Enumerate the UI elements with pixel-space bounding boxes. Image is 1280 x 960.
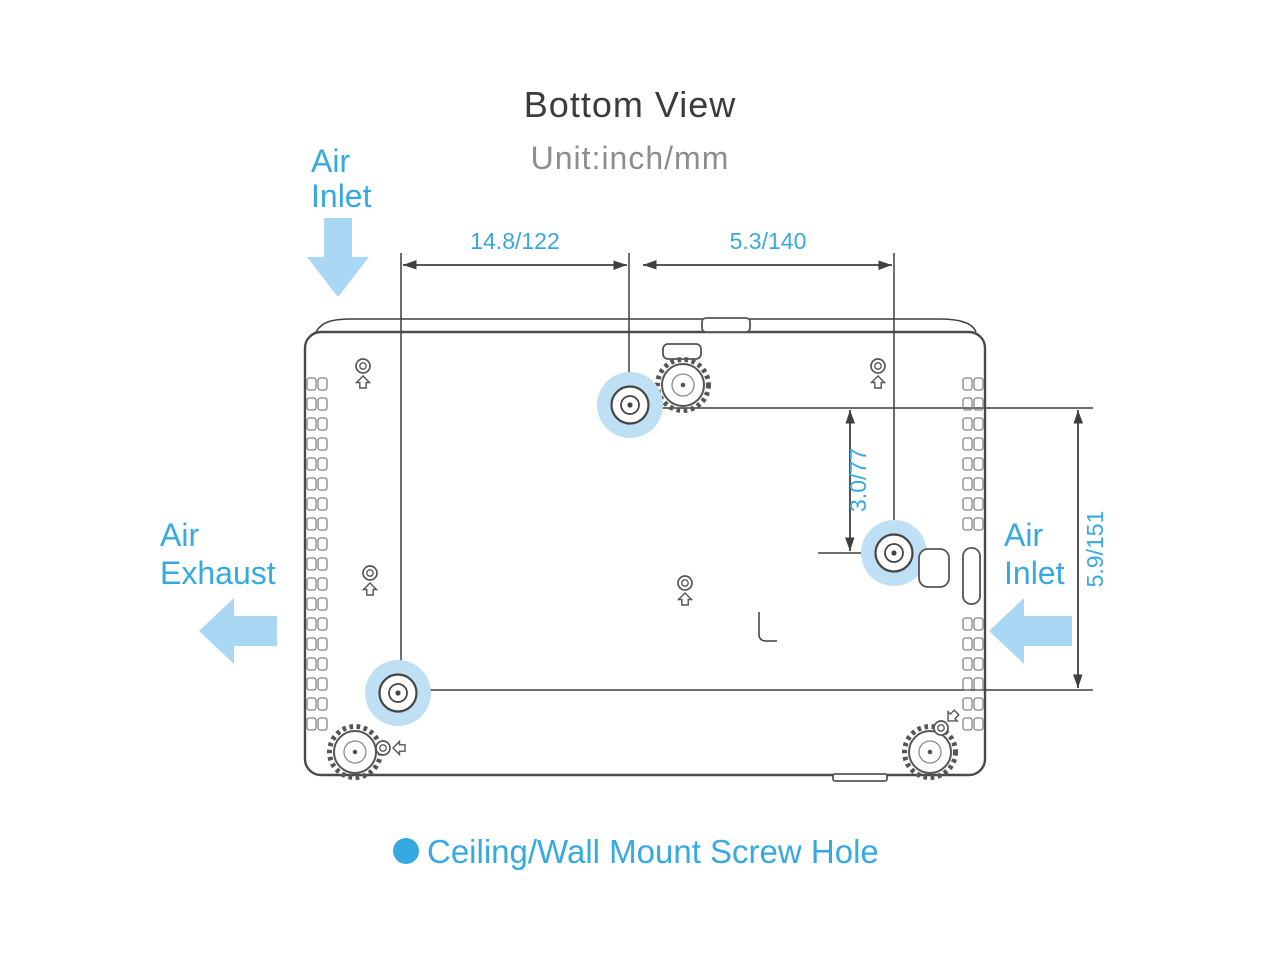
air-inlet-top-arrow-icon <box>307 218 369 297</box>
air-inlet-top-label-line2: Inlet <box>311 178 372 214</box>
diagram-subtitle: Unit:inch/mm <box>531 140 730 176</box>
top-foot-tab <box>662 343 702 360</box>
dimension-label-outer-height: 5.9/151 <box>1082 511 1108 588</box>
dimension-label-top-left: 14.8/122 <box>470 228 560 254</box>
top-bevel-edge <box>315 318 977 333</box>
dimension-label-top-right: 5.3/140 <box>730 228 807 254</box>
mount-screw-hole-top <box>595 370 665 440</box>
top-edge-notch <box>701 317 751 333</box>
air-exhaust-label-line2: Exhaust <box>160 555 276 591</box>
corner-bracket-mark <box>758 612 777 642</box>
dimension-label-inner-height: 3.0/77 <box>845 448 871 512</box>
air-inlet-right-arrow-icon <box>989 598 1072 664</box>
mount-screw-hole-right <box>859 518 929 588</box>
right-edge-capsule-slot <box>962 547 981 605</box>
legend-screw-hole-dot-icon <box>393 838 419 864</box>
air-exhaust-arrow-icon <box>199 598 277 664</box>
vent-slots-left <box>306 377 328 731</box>
diagram-title: Bottom View <box>524 84 736 125</box>
legend-screw-hole-label: Ceiling/Wall Mount Screw Hole <box>427 833 879 870</box>
mount-screw-hole-bottom-left <box>363 658 433 728</box>
vent-slots-right <box>962 377 984 731</box>
air-inlet-right-label-line2: Inlet <box>1004 555 1065 591</box>
air-inlet-right-label-line1: Air <box>1004 517 1043 553</box>
bottom-edge-tab <box>832 773 888 782</box>
mount-detail-plate <box>918 548 950 588</box>
projector-body-outline <box>303 330 987 777</box>
air-exhaust-label-line1: Air <box>160 517 199 553</box>
air-inlet-top-label-line1: Air <box>311 143 350 179</box>
